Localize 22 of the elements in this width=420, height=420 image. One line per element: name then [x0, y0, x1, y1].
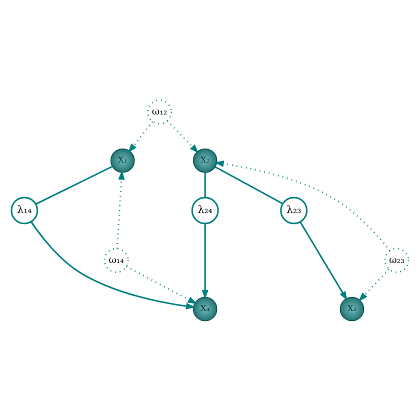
- arrow: [214, 160, 390, 251]
- node-circle: X₄: [192, 296, 218, 321]
- node-circle: λ₂₃: [280, 196, 308, 224]
- connector: [214, 166, 284, 204]
- arrow: [358, 268, 390, 302]
- node-circle: X₁: [110, 148, 135, 172]
- node-circle: ω₁₂: [146, 98, 172, 124]
- arrow: [126, 265, 198, 304]
- node-circle: ω₂₃: [384, 247, 410, 272]
- arrow: [300, 221, 348, 300]
- arrow: [202, 223, 208, 299]
- arrow: [30, 220, 196, 309]
- node-circle: λ₁₄: [10, 196, 38, 224]
- arrow: [128, 120, 154, 152]
- node-circle: X₂: [192, 148, 218, 172]
- arrow: [116, 170, 125, 248]
- node-circle: ω₁₄: [104, 247, 129, 272]
- node-circle: X₃: [340, 296, 364, 321]
- connector: [35, 165, 112, 204]
- node-circle: λ₂₄: [191, 196, 219, 224]
- connector: [204, 172, 206, 197]
- arrow: [166, 120, 199, 153]
